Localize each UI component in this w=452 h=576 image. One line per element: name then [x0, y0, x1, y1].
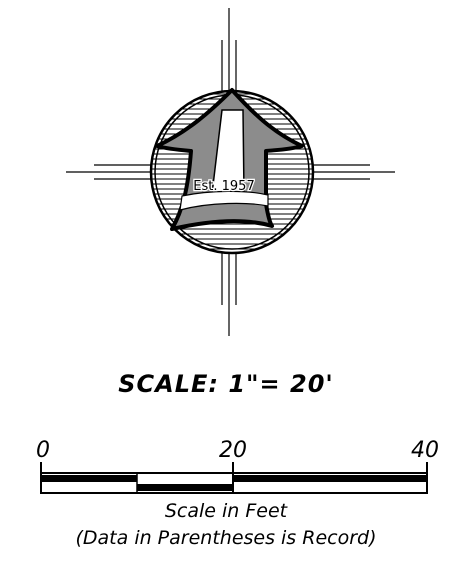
scale-caption: Scale in Feet — [164, 500, 288, 522]
scale-bar — [40, 462, 428, 494]
crosshair-lines — [66, 8, 395, 336]
scale-tick-0: 0 — [36, 438, 50, 463]
record-note: (Data in Parentheses is Record) — [75, 527, 377, 549]
established-text: Est. 1957 — [193, 179, 254, 194]
scale-tick-40: 40 — [411, 438, 439, 463]
scale-tick-20: 20 — [219, 438, 247, 463]
scale-title: SCALE: 1"= 20' — [118, 370, 334, 398]
arrow-crossbar — [179, 190, 269, 211]
